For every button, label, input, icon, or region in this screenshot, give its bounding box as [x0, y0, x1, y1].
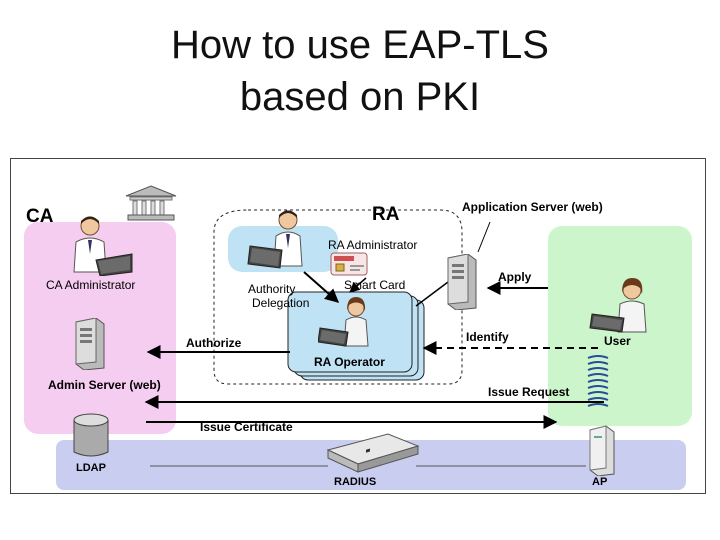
- application-server-icon: [447, 254, 477, 310]
- authorize-label: Authorize: [186, 336, 242, 350]
- ra-region-outline: [213, 209, 463, 385]
- identify-label: Identify: [466, 330, 509, 344]
- issue-request-label: Issue Request: [488, 385, 570, 399]
- user-person-icon: [589, 278, 647, 333]
- issue-certificate-label: Issue Certificate: [200, 420, 293, 434]
- app-server-operator-link: [415, 281, 449, 307]
- user-label: User: [604, 334, 631, 348]
- application-server-label: Application Server (web): [462, 200, 603, 214]
- ra-administrator-person-icon: [247, 210, 303, 269]
- smart-card-arrow: [349, 277, 367, 293]
- ra-zone-label: RA: [372, 204, 400, 225]
- ra-operator-label: RA Operator: [314, 355, 385, 369]
- admin-server-label: Admin Server (web): [48, 378, 161, 392]
- page-title-line-1: How to use EAP-TLS: [171, 23, 549, 67]
- ap-label: AP: [592, 476, 608, 488]
- ra-administrator-label: RA Administrator: [328, 238, 418, 252]
- radius-label: RADIUS: [334, 476, 377, 488]
- access-point-icon: [589, 425, 615, 476]
- authority-delegation-label-2: Delegation: [252, 296, 310, 310]
- smart-card-icon: [330, 252, 368, 276]
- ca-zone-label: CA: [26, 206, 54, 227]
- diagram-frame: [10, 158, 706, 494]
- ca-administrator-label: CA Administrator: [46, 278, 136, 292]
- app-server-label-pointer: [477, 221, 491, 253]
- smart-card-label: Smart Card: [344, 278, 406, 292]
- ra-operator-person-icon: [318, 297, 369, 347]
- apply-label: Apply: [498, 270, 532, 284]
- authority-delegation-label-1: Authority: [248, 282, 296, 296]
- signal-waves-icon: [587, 355, 609, 407]
- page-title-line-2: based on PKI: [239, 75, 481, 119]
- ldap-label: LDAP: [76, 462, 106, 474]
- admin-server-icon: [75, 318, 105, 370]
- ca-administrator-person-icon: [73, 216, 133, 276]
- bank-icon: [125, 185, 177, 221]
- radius-switch-icon: [326, 433, 420, 473]
- authority-delegation-arrow: [303, 271, 340, 303]
- database-icon: [73, 413, 109, 457]
